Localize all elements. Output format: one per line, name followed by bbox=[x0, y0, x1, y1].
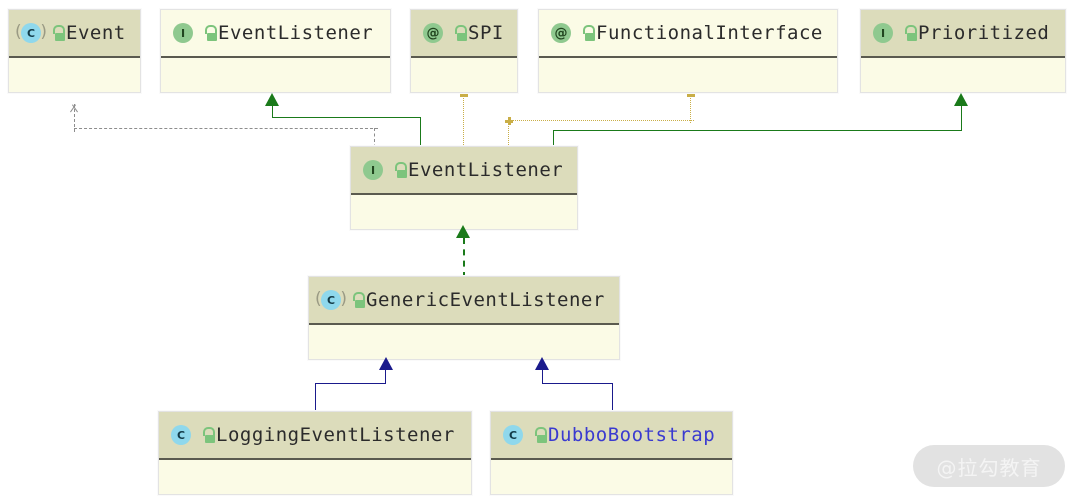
class-node-event-listener-mid-title: EventListener bbox=[408, 159, 564, 181]
edge-inheritance-dubbo-segment-v-left bbox=[542, 370, 543, 384]
class-node-generic-event-listener-header: C GenericEventListener bbox=[309, 277, 619, 325]
edge-realization-prioritized-segment-h bbox=[553, 130, 962, 131]
edge-inheritance-logging-segment-h bbox=[315, 383, 386, 384]
class-node-dubbo-bootstrap-members bbox=[491, 460, 732, 494]
class-node-prioritized-title: Prioritized bbox=[918, 22, 1050, 44]
class-node-event-members bbox=[9, 58, 140, 92]
annotation-icon: @ bbox=[551, 23, 571, 43]
unlocked-padlock-icon bbox=[52, 25, 66, 41]
class-node-dubbo-bootstrap-title: DubboBootstrap bbox=[548, 424, 716, 446]
watermark-text: @拉勾教育 bbox=[936, 455, 1042, 480]
class-node-spi-title: SPI bbox=[468, 22, 504, 44]
edge-dependency-event-arrowhead bbox=[67, 93, 81, 113]
class-node-prioritized[interactable]: I Prioritized bbox=[860, 9, 1066, 93]
edge-realization-top-arrowhead bbox=[265, 93, 279, 106]
edge-realization-top-segment-h bbox=[272, 117, 421, 118]
class-node-dubbo-bootstrap[interactable]: C DubboBootstrap bbox=[490, 411, 733, 495]
edge-realization-top-segment-v-left bbox=[272, 106, 273, 118]
interface-icon: I bbox=[173, 23, 193, 43]
edge-dependency-event-segment-v-left bbox=[74, 104, 75, 132]
class-node-functional-interface-header: @ FunctionalInterface bbox=[539, 10, 837, 58]
class-node-event-listener-top-title: EventListener bbox=[218, 22, 374, 44]
edge-annotation-spi bbox=[463, 94, 464, 153]
edge-realization-prioritized-segment-v-right bbox=[961, 106, 962, 131]
class-node-spi-header: @ SPI bbox=[411, 10, 517, 58]
class-node-event-listener-mid-members bbox=[351, 195, 577, 229]
class-node-event[interactable]: C Event bbox=[8, 9, 141, 93]
class-node-logging-event-listener-header: C LoggingEventListener bbox=[159, 412, 471, 460]
class-node-generic-event-listener-title: GenericEventListener bbox=[366, 289, 605, 311]
edge-inheritance-dubbo-segment-v-right bbox=[612, 383, 613, 411]
class-node-event-header: C Event bbox=[9, 10, 140, 58]
unlocked-padlock-icon bbox=[204, 25, 218, 41]
class-icon: C bbox=[171, 425, 191, 445]
edge-realization-generic-segment-v bbox=[463, 238, 465, 278]
edge-dependency-event-segment-v-right bbox=[374, 128, 375, 153]
class-node-dubbo-bootstrap-header: C DubboBootstrap bbox=[491, 412, 732, 460]
edge-annotation-functional-segment-h bbox=[508, 120, 694, 121]
edge-realization-top-segment-v-right bbox=[420, 117, 421, 150]
annotation-icon: @ bbox=[423, 23, 443, 43]
class-node-spi-members bbox=[411, 58, 517, 92]
class-node-spi[interactable]: @ SPI bbox=[410, 9, 518, 93]
class-node-event-listener-top[interactable]: I EventListener bbox=[160, 9, 391, 93]
class-node-generic-event-listener-members bbox=[309, 325, 619, 359]
edge-annotation-functional-segment-v-left bbox=[508, 120, 509, 153]
class-node-event-listener-top-members bbox=[161, 58, 390, 92]
unlocked-padlock-icon bbox=[352, 292, 366, 308]
class-node-prioritized-members bbox=[861, 58, 1065, 92]
unlocked-padlock-icon bbox=[394, 162, 408, 178]
unlocked-padlock-icon bbox=[202, 427, 216, 443]
edge-realization-generic-arrowhead bbox=[456, 225, 470, 238]
class-node-functional-interface-title: FunctionalInterface bbox=[596, 22, 823, 44]
class-node-generic-event-listener[interactable]: C GenericEventListener bbox=[308, 276, 620, 360]
abstract-class-icon: C bbox=[315, 289, 347, 310]
class-node-logging-event-listener-title: LoggingEventListener bbox=[216, 424, 455, 446]
class-node-event-listener-mid-header: I EventListener bbox=[351, 147, 577, 195]
edge-inheritance-logging-segment-v-left bbox=[315, 383, 316, 411]
class-node-functional-interface-members bbox=[539, 58, 837, 92]
edge-realization-prioritized-arrowhead bbox=[954, 93, 968, 106]
class-node-logging-event-listener-members bbox=[159, 460, 471, 494]
edge-inheritance-dubbo-arrowhead bbox=[535, 357, 549, 370]
edge-realization-prioritized-segment-v-left bbox=[553, 130, 554, 150]
edge-inheritance-logging-segment-v-right bbox=[385, 370, 386, 384]
unlocked-padlock-icon bbox=[534, 427, 548, 443]
unlocked-padlock-icon bbox=[582, 25, 596, 41]
unlocked-padlock-icon bbox=[454, 25, 468, 41]
edge-inheritance-dubbo-segment-h bbox=[542, 383, 613, 384]
interface-icon: I bbox=[363, 160, 383, 180]
class-node-event-listener-mid[interactable]: I EventListener bbox=[350, 146, 578, 230]
class-node-prioritized-header: I Prioritized bbox=[861, 10, 1065, 58]
edge-annotation-functional-segment-v-right bbox=[690, 94, 691, 123]
class-node-logging-event-listener[interactable]: C LoggingEventListener bbox=[158, 411, 472, 495]
class-node-event-title: Event bbox=[66, 22, 126, 44]
unlocked-padlock-icon bbox=[904, 25, 918, 41]
edge-dependency-event-segment-h bbox=[74, 128, 378, 129]
interface-icon: I bbox=[873, 23, 893, 43]
watermark: @拉勾教育 bbox=[913, 445, 1065, 487]
edge-inheritance-logging-arrowhead bbox=[379, 357, 393, 370]
class-node-event-listener-top-header: I EventListener bbox=[161, 10, 390, 58]
class-icon: C bbox=[503, 425, 523, 445]
abstract-class-icon: C bbox=[15, 22, 47, 43]
class-node-functional-interface[interactable]: @ FunctionalInterface bbox=[538, 9, 838, 93]
